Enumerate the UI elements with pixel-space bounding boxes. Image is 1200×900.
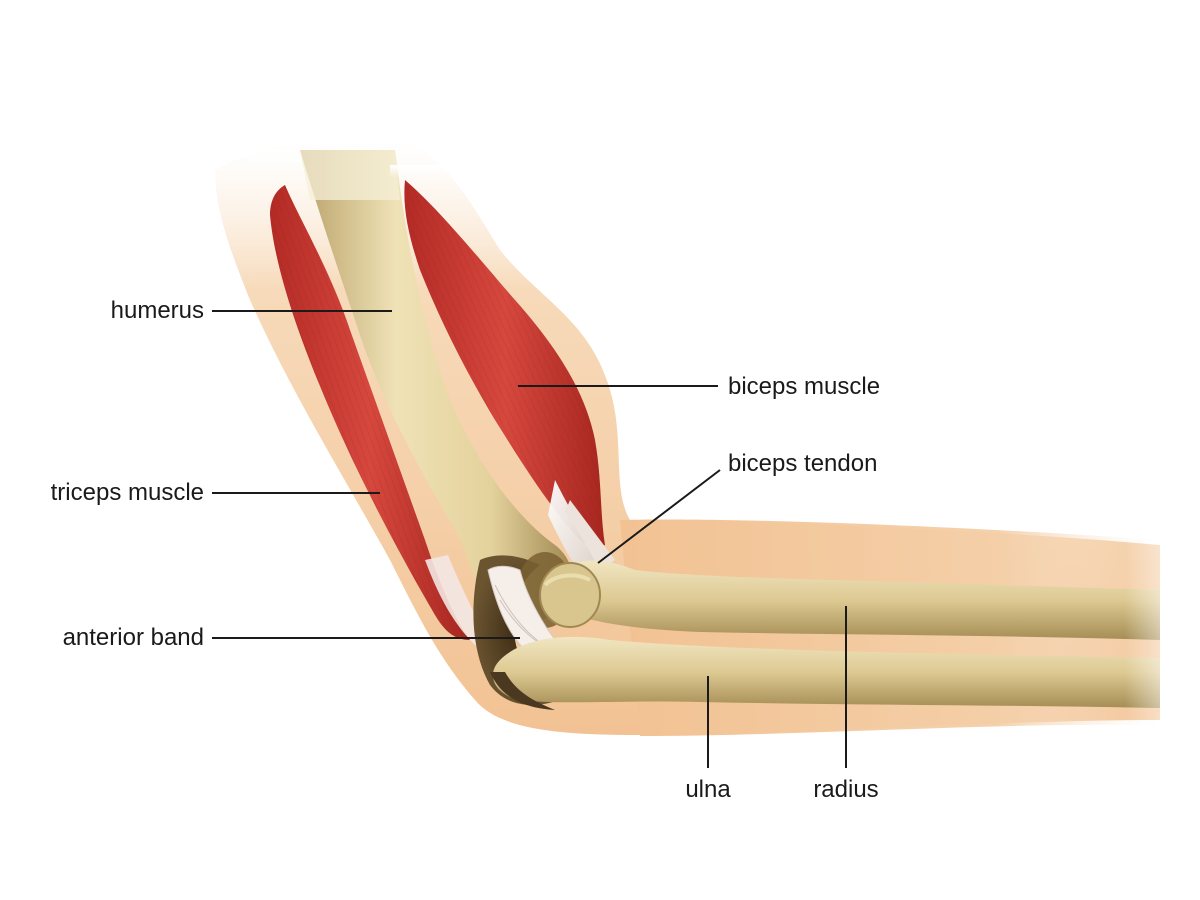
humerus-label: humerus <box>110 297 204 324</box>
biceps-muscle-shape <box>390 165 605 547</box>
triceps-muscle-label: triceps muscle <box>50 479 204 506</box>
biceps-muscle-label: biceps muscle <box>728 373 881 400</box>
humerus-condyle <box>539 562 601 628</box>
biceps-tendon-leader-line <box>597 469 721 564</box>
forearm-fade <box>900 520 1200 750</box>
leader-lines <box>212 310 847 768</box>
radius-label: radius <box>813 776 879 803</box>
ulna-label: ulna <box>685 776 731 803</box>
biceps-tendon-shape <box>548 480 615 582</box>
anterior-band-label: anterior band <box>62 624 204 651</box>
biceps-tendon-label: biceps tendon <box>728 450 878 477</box>
humerus-bone <box>300 150 573 623</box>
